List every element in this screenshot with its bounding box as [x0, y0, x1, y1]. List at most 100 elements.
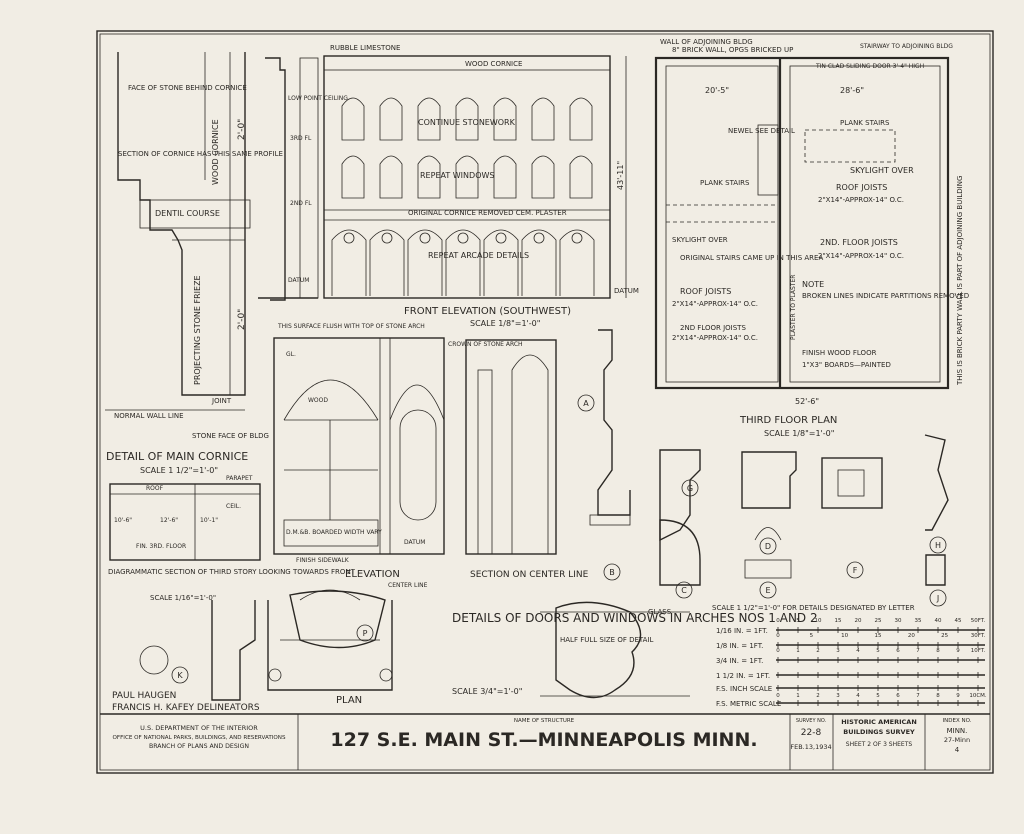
detail-marker-circle: [675, 581, 693, 599]
letter-scale-note: SCALE 1 1/2"=1'-0" FOR DETAILS DESIGNATE…: [712, 604, 915, 612]
scale-tick-label: 4: [856, 693, 860, 699]
survey-no: 22-8: [801, 728, 822, 738]
cornice-note-0: FACE OF STONE BEHIND CORNICE: [128, 84, 247, 92]
plan-outer-wall: [654, 56, 950, 390]
stamp-seal: [139, 645, 169, 675]
habs-line-2: BUILDINGS SURVEY: [843, 728, 915, 736]
habs-line-1: HISTORIC AMERICAN: [841, 718, 917, 726]
delineator-2: FRANCIS H. KAFEY DELINEATORS: [112, 703, 260, 713]
plan-note-14: ROOF JOISTS: [680, 287, 731, 296]
plan-note-16: NOTE: [802, 280, 824, 289]
elev-note-4: ORIGINAL CORNICE REMOVED CEM. PLASTER: [408, 209, 567, 217]
cornice-note-3: DENTIL COURSE: [155, 209, 220, 218]
arcade-arch: [559, 229, 595, 296]
detail-marker-circle: [603, 563, 621, 581]
scale-tick-label: 1: [796, 693, 800, 699]
elev-note-2: CONTINUE STONEWORK: [418, 118, 516, 127]
scale-tick-label: 6: [896, 693, 900, 699]
detail-marker-letter: K: [177, 671, 183, 680]
section-note-2: 2ND FL: [290, 200, 312, 207]
plan-note-10: SKYLIGHT OVER: [672, 236, 728, 244]
scale-tick-label: 2: [816, 648, 820, 654]
dw-half-full: HALF FULL SIZE OF DETAIL: [560, 636, 653, 644]
cornice-note-7: STONE FACE OF BLDG: [192, 432, 269, 440]
scale-tick-label: 4: [856, 648, 860, 654]
scale-tick-label: 10FT.: [971, 648, 986, 654]
facade-window: [493, 97, 517, 141]
detail-marker-circle: [846, 561, 864, 579]
profile-k-outline: [211, 600, 256, 701]
detail-f-inner: [837, 469, 865, 497]
plan-note-20: FINISH WOOD FLOOR: [802, 349, 877, 357]
scale-row-label: 1 1/2 IN. = 1FT.: [716, 672, 770, 680]
center-section-title: SECTION ON CENTER LINE: [470, 570, 589, 580]
arcade-note-5: DATUM: [404, 539, 425, 546]
elev-note-1: WOOD CORNICE: [465, 60, 522, 68]
scale-tick-label: 7: [916, 693, 920, 699]
scale-tick-label: 0: [776, 633, 780, 639]
scale-tick-label: 25: [941, 633, 948, 639]
arch-number-marker: [419, 232, 431, 244]
arcade-elev-outline: [273, 337, 445, 555]
diag-dim-1: 12'-6": [160, 517, 178, 524]
plan-dim-0: 20'-5": [705, 86, 729, 95]
title-block: U.S. DEPARTMENT OF THE INTERIOR OFFICE O…: [100, 713, 990, 770]
plan-note-18: 2ND FLOOR JOISTS: [680, 324, 746, 332]
arch-number-marker: [571, 232, 583, 244]
arcade-plan-title: PLAN: [336, 695, 362, 706]
survey-label: SURVEY NO.: [796, 718, 827, 724]
cornice-dim-1: 2'-0": [237, 309, 247, 330]
door-window: [399, 409, 437, 521]
detail-g-profile: [659, 449, 701, 542]
detail-marker-letter: D: [765, 542, 771, 551]
detail-marker-letter: A: [583, 399, 589, 408]
arcade-note-7: CENTER LINE: [388, 582, 428, 589]
plan-note-7: SKYLIGHT OVER: [850, 166, 914, 175]
plan-room-right: [789, 65, 941, 383]
arcade-note-4: D.M.&B. BOARDED WIDTH VARY: [286, 529, 382, 536]
center-section-arch: [511, 354, 549, 554]
doors-windows-detail: DETAILS OF DOORS AND WINDOWS IN ARCHES N…: [452, 601, 818, 699]
detail-marker-circle: [356, 624, 374, 642]
diag-title: DIAGRAMMATIC SECTION OF THIRD STORY LOOK…: [108, 568, 356, 576]
arcade-arch: [369, 229, 405, 296]
diag-note-0: ROOF: [146, 485, 164, 492]
cornice-note-2: WOOD CORNICE: [211, 119, 220, 185]
diag-dim-2: 10'-1": [200, 517, 218, 524]
detail-f-block: [821, 457, 883, 509]
plan-note-21: 1"X3" BOARDS—PAINTED: [802, 361, 891, 369]
survey-date: FEB.13,1934: [790, 743, 831, 751]
arcade-note-6: FINISH SIDEWALK: [296, 557, 350, 564]
cornice-scale: SCALE 1 1/2"=1'-0": [140, 466, 218, 475]
diag-outline: [109, 483, 261, 561]
scale-tick-label: 1: [796, 648, 800, 654]
plan-note-19: 2"X14"-APPROX-14" O.C.: [672, 334, 758, 342]
facade-window: [417, 97, 441, 141]
scale-tick-label: 5: [796, 618, 800, 624]
index-label: INDEX NO.: [943, 718, 972, 724]
scale-tick-label: 7: [916, 648, 920, 654]
plan-outline: [267, 600, 393, 691]
plan-note-9: 2"X14"-APPROX-14" O.C.: [818, 196, 904, 204]
facade-window: [379, 97, 403, 141]
facade-window: [493, 155, 517, 199]
plan-note-12: 2ND. FLOOR JOISTS: [820, 238, 898, 247]
scale-tick-label: 30: [895, 618, 902, 624]
scale-row-label: F.S. METRIC SCALE: [716, 700, 781, 708]
cornice-note-1: SECTION OF CORNICE HAS THIS SAME PROFILE: [118, 150, 283, 158]
diag-note-3: FIN. 3RD. FLOOR: [136, 543, 186, 550]
agency-line-3: BRANCH OF PLANS AND DESIGN: [149, 743, 249, 750]
scale-tick-label: 9: [956, 693, 960, 699]
detail-marker-letter: H: [935, 541, 941, 550]
scale-tick-label: 20: [855, 618, 862, 624]
scale-tick-label: 25: [875, 618, 882, 624]
plan-note-15: 2"X14"-APPROX-14" O.C.: [672, 300, 758, 308]
plan-scale: SCALE 1/8"=1'-0": [764, 429, 834, 438]
arcade-arch: [331, 229, 367, 296]
plan-note-4: NEWEL SEE DETAIL: [728, 127, 795, 135]
detail-d-profile: [741, 451, 797, 509]
arcade-pier: [379, 337, 391, 555]
